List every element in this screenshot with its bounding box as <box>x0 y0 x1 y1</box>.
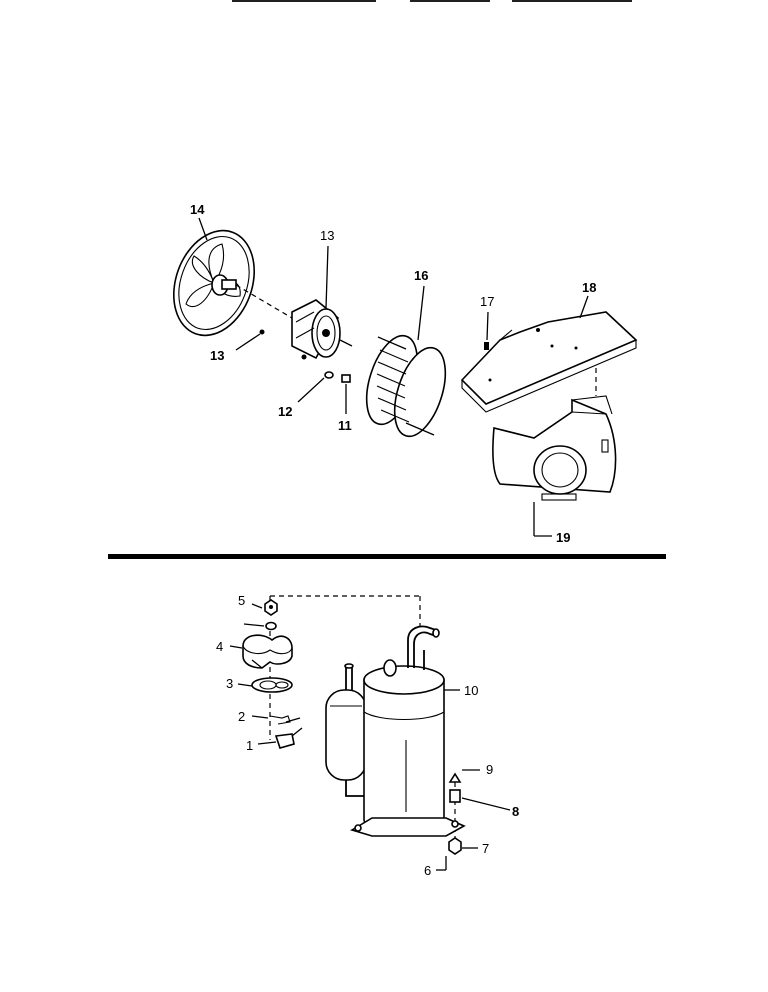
label-part-13-screw: 13 <box>210 348 224 363</box>
label-part-12: 12 <box>278 404 292 419</box>
label-part-18: 18 <box>582 280 596 295</box>
label-part-7: 7 <box>482 841 489 856</box>
compressor-section: 5 4 3 2 1 10 9 8 7 6 <box>216 593 519 878</box>
label-part-6: 6 <box>424 863 431 878</box>
shaft-dash-line <box>235 284 293 319</box>
blower-leader-lines <box>198 217 589 537</box>
label-part-3: 3 <box>226 676 233 691</box>
screw-17-part <box>484 342 489 350</box>
sleeve-part <box>449 789 461 803</box>
section-divider <box>108 554 666 559</box>
label-part-2: 2 <box>238 709 245 724</box>
label-part-16: 16 <box>414 268 428 283</box>
mounting-plate-part <box>460 311 638 413</box>
blower-motor-part <box>291 299 353 360</box>
label-part-5: 5 <box>238 593 245 608</box>
blower-section: 14 13 16 17 18 13 12 11 19 <box>172 202 638 545</box>
nut-5-part <box>264 599 278 616</box>
label-part-14: 14 <box>190 202 205 217</box>
label-part-9: 9 <box>486 762 493 777</box>
compressor-leader-lines <box>229 603 511 871</box>
overload-part <box>274 727 303 749</box>
label-part-8: 8 <box>512 804 519 819</box>
label-part-1: 1 <box>246 738 253 753</box>
washer-5-part <box>265 621 277 631</box>
clip-part <box>269 715 301 725</box>
label-part-4: 4 <box>216 639 223 654</box>
compressor-part <box>325 625 466 837</box>
terminal-cover-part <box>242 634 293 669</box>
washer-part <box>324 371 334 379</box>
label-part-19: 19 <box>556 530 570 545</box>
label-part-10: 10 <box>464 683 478 698</box>
nut-7-part <box>448 837 462 855</box>
label-part-11: 11 <box>338 418 352 433</box>
blower-housing-part <box>492 395 617 501</box>
nut-part <box>341 374 351 383</box>
fan-shroud-part <box>172 229 256 337</box>
screw-13-part <box>259 329 265 335</box>
grommet-9-part <box>448 772 462 783</box>
label-part-17: 17 <box>480 294 494 309</box>
blower-wheel-part <box>365 334 447 438</box>
gasket-part <box>251 677 293 693</box>
label-part-13-motor: 13 <box>320 228 334 243</box>
